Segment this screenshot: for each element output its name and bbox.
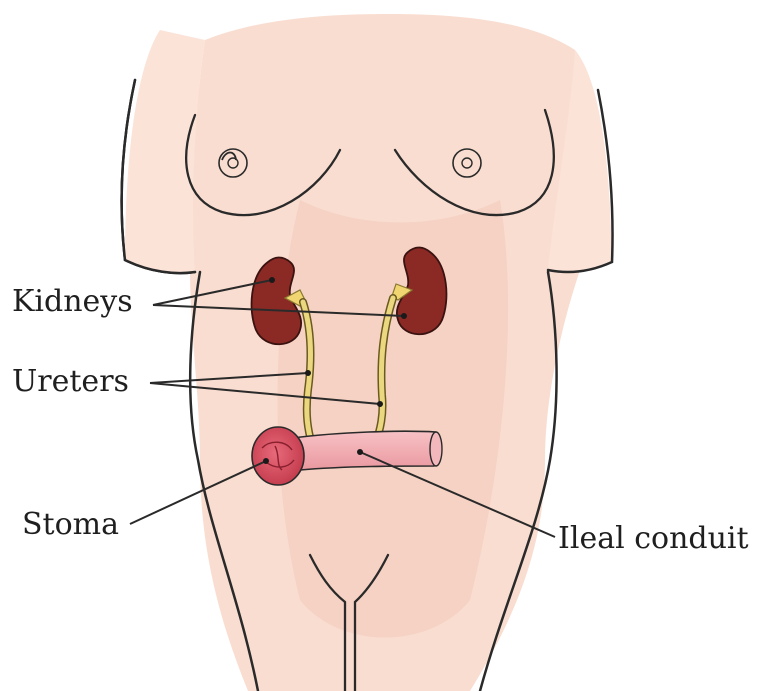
ileal-conduit-end	[430, 432, 442, 466]
ileal-conduit-dot	[357, 449, 363, 455]
label-ureters: Ureters	[12, 367, 129, 397]
label-kidneys: Kidneys	[12, 287, 133, 317]
ureters-dot-left	[305, 370, 311, 376]
label-stoma: Stoma	[22, 510, 119, 540]
left-arm-fill	[125, 30, 205, 273]
label-ileal-conduit: Ileal conduit	[558, 524, 749, 554]
ileal-conduit	[292, 431, 440, 470]
torso-shading	[278, 200, 509, 638]
ureters-dot-right	[377, 401, 383, 407]
kidneys-dot-left	[269, 277, 275, 283]
stoma	[252, 427, 304, 485]
kidneys-dot-right	[401, 313, 407, 319]
stoma-dot	[263, 458, 269, 464]
